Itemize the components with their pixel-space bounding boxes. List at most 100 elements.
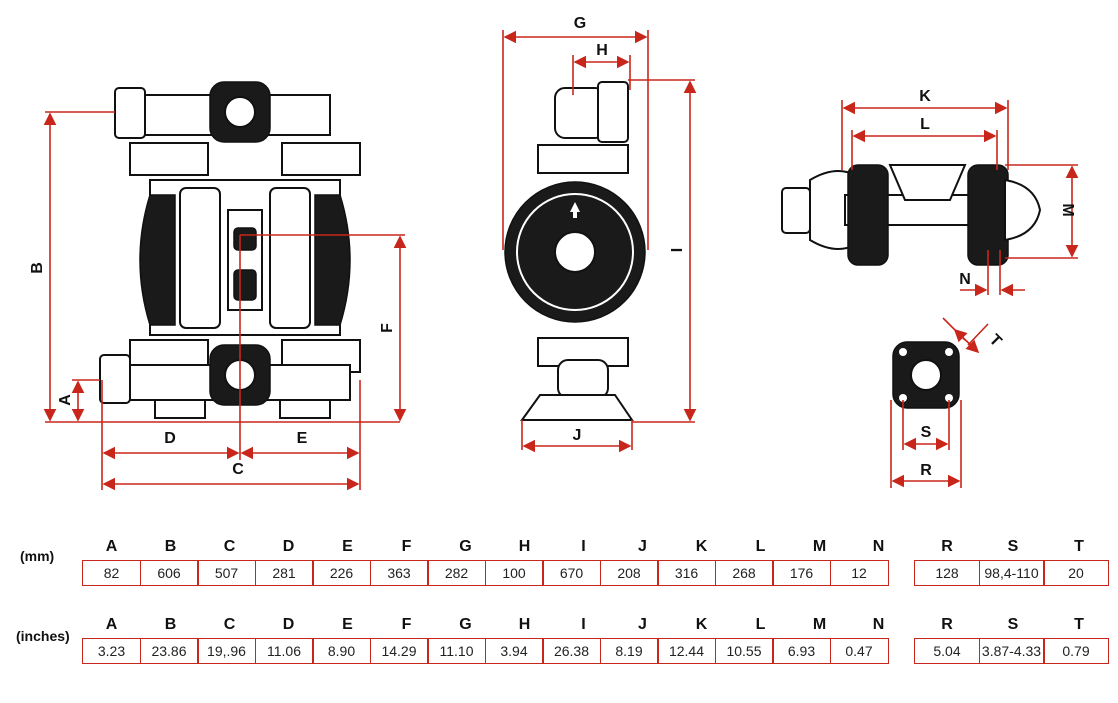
pump-dimension-drawing: B A F D E C G H (29, 15, 1079, 491)
label-i: I (669, 248, 686, 252)
dimension-header: R (941, 616, 953, 633)
dimension-value: 226 (312, 560, 371, 586)
dimension-value: 82 (82, 560, 141, 586)
dimension-header: B (164, 616, 177, 633)
dimension-value: 14.29 (369, 638, 429, 664)
label-j: J (573, 427, 582, 444)
mm-side-headers: R S T (914, 537, 1112, 557)
dimension-value: 26.38 (542, 638, 601, 664)
dimension-value: 12.44 (657, 638, 716, 664)
label-g: G (574, 15, 586, 32)
label-m: M (1059, 203, 1076, 216)
dimension-header: C (223, 538, 236, 555)
top-view-dimensions: K L M N (841, 88, 1079, 297)
dimension-header: F (401, 538, 412, 555)
dimension-value: 3.23 (82, 638, 141, 664)
label-t: T (986, 331, 1005, 350)
dimension-header: L (755, 616, 766, 633)
dimension-value: 363 (369, 560, 429, 586)
dimension-header: F (401, 616, 412, 633)
dimension-value: 8.19 (599, 638, 659, 664)
dimension-value: 0.79 (1043, 638, 1109, 664)
mm-unit-label: (mm) (20, 548, 55, 564)
dimension-header: J (638, 616, 647, 633)
dimension-value: 0.47 (829, 638, 889, 664)
mm-main-headers: A B C D E F G H I J K L M N (82, 537, 908, 557)
dimension-header: C (223, 616, 236, 633)
dimension-value: 268 (714, 560, 774, 586)
dimension-header: S (1007, 616, 1019, 633)
dimension-value: 670 (542, 560, 601, 586)
dimension-header: E (342, 538, 353, 555)
label-k: K (919, 88, 931, 105)
dimension-value: 12 (829, 560, 889, 586)
dimension-header: A (105, 616, 118, 633)
dimension-header: J (638, 538, 647, 555)
label-r: R (920, 462, 932, 479)
inches-unit-label: (inches) (16, 628, 70, 644)
label-c: C (232, 461, 244, 478)
dimension-header: I (581, 538, 586, 555)
label-d: D (164, 430, 176, 447)
label-l: L (920, 116, 930, 133)
dimension-value: 23.86 (139, 638, 199, 664)
label-h: H (596, 42, 608, 59)
dimension-value: 3.94 (484, 638, 544, 664)
label-e: E (297, 430, 308, 447)
dimension-value: 176 (772, 560, 831, 586)
dimension-value: 8.90 (312, 638, 371, 664)
dimension-value: 282 (427, 560, 486, 586)
dimension-header: T (1074, 616, 1084, 633)
dimension-value: 507 (197, 560, 256, 586)
dimension-header: N (872, 616, 885, 633)
dimension-value: 5.04 (914, 638, 980, 664)
dimension-header: A (105, 538, 118, 555)
dimension-header: S (1007, 538, 1019, 555)
dimension-value: 98,4-110 (978, 560, 1045, 586)
dimension-header: T (1074, 538, 1084, 555)
dimension-header: B (164, 538, 177, 555)
dimension-value: 20 (1043, 560, 1109, 586)
dimension-value: 316 (657, 560, 716, 586)
dimension-header: D (282, 538, 295, 555)
dimension-value: 11.10 (427, 638, 486, 664)
flange-view (892, 341, 960, 409)
dimension-value: 10.55 (714, 638, 774, 664)
dimension-value: 606 (139, 560, 199, 586)
label-b: B (29, 262, 46, 274)
dimension-value: 11.06 (254, 638, 314, 664)
dimension-value: 3.87-4.33 (978, 638, 1045, 664)
dimension-header: R (941, 538, 953, 555)
dimension-header: L (755, 538, 766, 555)
dimension-header: D (282, 616, 295, 633)
label-n: N (959, 271, 971, 288)
dimension-value: 19,.96 (197, 638, 256, 664)
dimension-header: N (872, 538, 885, 555)
dimension-header: M (812, 616, 827, 633)
dimension-value: 100 (484, 560, 544, 586)
dimension-header: G (459, 538, 472, 555)
label-s: S (921, 424, 932, 441)
dimension-header: H (518, 538, 531, 555)
top-view (781, 164, 1042, 266)
front-view (99, 81, 361, 419)
dimension-value: 6.93 (772, 638, 831, 664)
side-view (504, 81, 646, 421)
dimension-header: M (812, 538, 827, 555)
label-f: F (379, 323, 396, 333)
dimension-header: E (342, 616, 353, 633)
inches-side-headers: R S T (914, 615, 1112, 635)
dimension-header: K (695, 538, 708, 555)
side-view-dimensions: G H I J (502, 15, 697, 453)
dimension-header: G (459, 616, 472, 633)
dimension-value: 208 (599, 560, 659, 586)
dimension-value: 281 (254, 560, 314, 586)
front-view-dimensions: B A F D E C (29, 111, 407, 491)
dimension-header: K (695, 616, 708, 633)
label-a: A (57, 394, 74, 406)
